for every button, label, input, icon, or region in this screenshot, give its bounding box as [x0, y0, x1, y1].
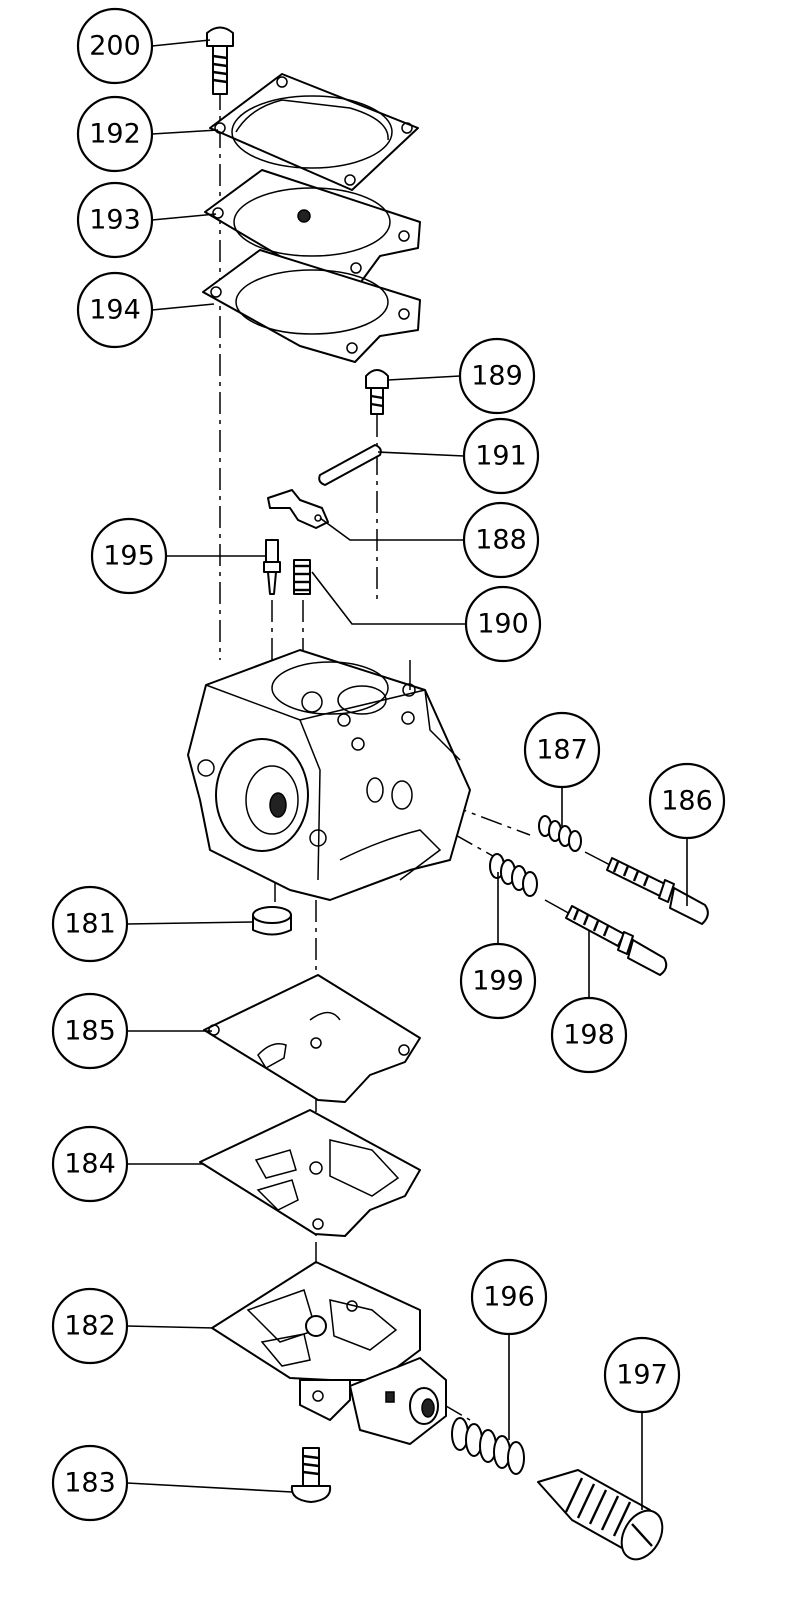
- carburetor-body: [187, 649, 471, 901]
- callout-182: 182: [51, 1287, 129, 1365]
- screw-183: [290, 1447, 332, 1503]
- callout-label: 198: [563, 1020, 615, 1051]
- callout-194: 194: [76, 271, 154, 349]
- adjusting-screw-198: [544, 899, 668, 976]
- callout-189: 189: [458, 337, 536, 415]
- callout-label: 194: [89, 295, 141, 326]
- callout-label: 192: [89, 119, 141, 150]
- callout-label: 197: [616, 1360, 668, 1391]
- callout-181: 181: [51, 885, 129, 963]
- callout-label: 187: [536, 735, 588, 766]
- callout-label: 183: [64, 1468, 116, 1499]
- callout-label: 181: [64, 909, 116, 940]
- callout-199: 199: [459, 942, 537, 1020]
- gasket-184: [199, 1109, 421, 1237]
- metering-diaphragm-193: [204, 169, 421, 291]
- callout-label: 190: [477, 609, 529, 640]
- callout-187: 187: [523, 711, 601, 789]
- diaphragm-cover-192: [209, 73, 419, 191]
- pump-diaphragm-185: [203, 974, 421, 1103]
- callout-label: 184: [64, 1149, 116, 1180]
- spring-196: [451, 1417, 525, 1475]
- needle-screw-197: [537, 1469, 664, 1561]
- pump-cover-182: [211, 1261, 447, 1445]
- callout-200: 200: [76, 7, 154, 85]
- callout-195: 195: [90, 517, 168, 595]
- spring-199: [489, 853, 538, 897]
- callout-label: 185: [64, 1016, 116, 1047]
- needle-valve-195: [263, 539, 281, 595]
- screw-189: [365, 369, 389, 415]
- callout-label: 191: [475, 441, 527, 472]
- callout-186: 186: [648, 762, 726, 840]
- plug-181: [252, 906, 292, 936]
- spring-190: [293, 559, 311, 595]
- callout-label: 195: [103, 541, 155, 572]
- callout-198: 198: [550, 996, 628, 1074]
- callout-label: 186: [661, 786, 713, 817]
- callout-190: 190: [464, 585, 542, 663]
- callout-label: 199: [472, 966, 524, 997]
- callout-197: 197: [603, 1336, 681, 1414]
- gasket-194: [202, 249, 421, 363]
- callout-191: 191: [462, 417, 540, 495]
- callout-193: 193: [76, 181, 154, 259]
- spring-187: [538, 815, 582, 852]
- callout-label: 196: [483, 1282, 535, 1313]
- pin-191: [318, 444, 382, 486]
- leader-lines: [126, 39, 688, 1510]
- callout-label: 182: [64, 1311, 116, 1342]
- callout-188: 188: [462, 501, 540, 579]
- callout-label: 188: [475, 525, 527, 556]
- callout-192: 192: [76, 95, 154, 173]
- callout-label: 193: [89, 205, 141, 236]
- callout-183: 183: [51, 1444, 129, 1522]
- callout-184: 184: [51, 1125, 129, 1203]
- screw-200: [206, 26, 234, 95]
- callout-label: 200: [89, 31, 141, 62]
- adjusting-screw-186: [584, 851, 709, 925]
- callout-196: 196: [470, 1258, 548, 1336]
- callout-label: 189: [471, 361, 523, 392]
- metering-lever-188: [267, 489, 329, 529]
- callout-185: 185: [51, 992, 129, 1070]
